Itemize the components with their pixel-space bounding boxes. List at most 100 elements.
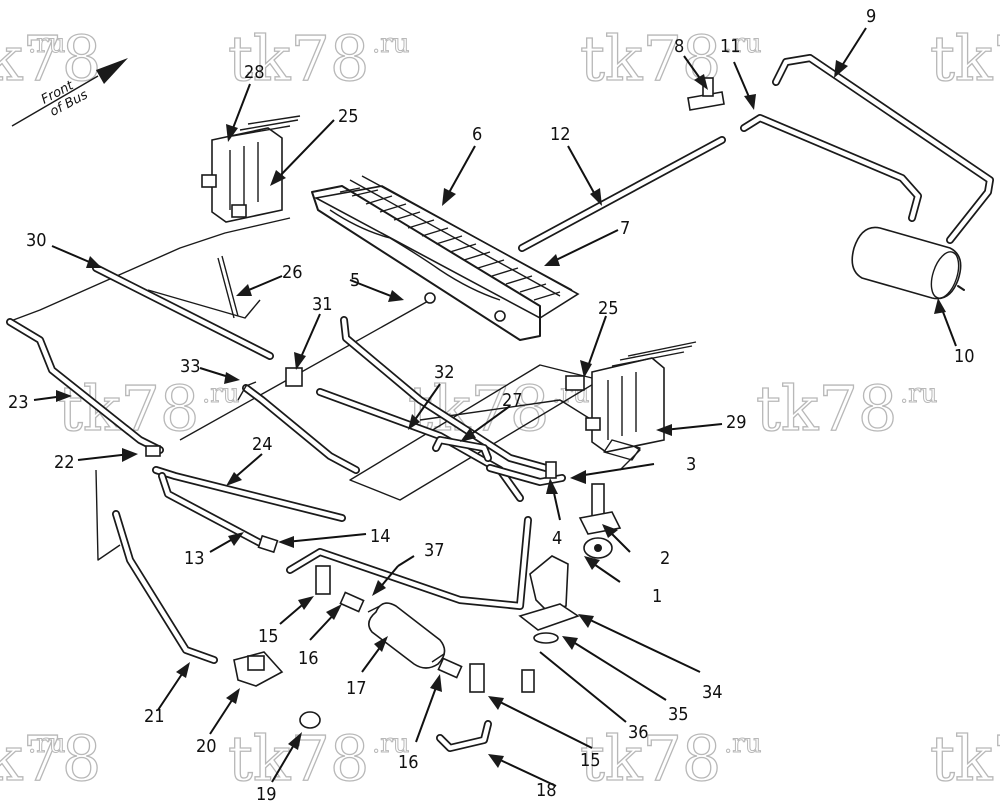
callout-15b: 15: [580, 750, 601, 771]
callout-14: 14: [370, 526, 391, 547]
watermark-suffix: .ru: [900, 379, 937, 409]
watermark: tk78: [228, 22, 369, 95]
service-valve-15a: [315, 565, 331, 595]
callout-9: 9: [866, 6, 876, 27]
tank-body: [851, 226, 962, 300]
front-arrow-shaft: [11, 75, 99, 127]
valve-fins: [231, 115, 301, 137]
o-ring-35: [533, 632, 559, 644]
watermark-suffix: .ru: [28, 29, 65, 59]
watermark: tk78: [756, 372, 897, 445]
callout-labels: 1 2 3 4 5 6 7 8 9 10 11 12 13 14 15 15 1…: [8, 6, 975, 804]
callout-3: 3: [686, 454, 696, 475]
callout-17: 17: [346, 678, 367, 699]
zone-line-left: [95, 469, 121, 561]
evaporator-fitting: [494, 310, 506, 322]
watermark: tk78: [0, 722, 101, 795]
watermark-suffix: .ru: [372, 729, 409, 759]
callout-29: 29: [726, 412, 747, 433]
callout-26: 26: [282, 262, 303, 283]
callout-20: 20: [196, 736, 217, 757]
watermark-layer: tk78 .ru tk78 .ru tk78 .ru tk78 tk78 .ru…: [0, 21, 1000, 795]
callout-8: 8: [674, 36, 684, 57]
components: [145, 77, 725, 729]
watermark: tk78: [580, 722, 721, 795]
leader-lines: [33, 27, 957, 787]
callout-23: 23: [8, 392, 29, 413]
callout-16a: 16: [298, 648, 319, 669]
callout-25a: 25: [338, 106, 359, 127]
callout-28: 28: [244, 62, 265, 83]
callout-30: 30: [26, 230, 47, 251]
evaporator-header: [311, 185, 541, 341]
callout-7: 7: [620, 218, 630, 239]
tee-31: [285, 367, 303, 387]
fitting-14: [257, 534, 279, 554]
fitting-16b: [437, 657, 463, 679]
watermark: tk78: [930, 722, 1000, 795]
tube-11: [740, 114, 922, 222]
watermark-suffix: .ru: [724, 729, 761, 759]
watermark-suffix: .ru: [372, 29, 409, 59]
watermark: tk78: [228, 722, 369, 795]
callout-19: 19: [256, 784, 277, 804]
watermark: tk78: [580, 22, 721, 95]
callout-1: 1: [652, 586, 662, 607]
callout-27: 27: [502, 390, 523, 411]
callout-12: 12: [550, 124, 571, 145]
watermark: tk78: [930, 22, 1000, 95]
callout-22: 22: [54, 452, 75, 473]
fitting-22: [145, 445, 161, 457]
elbow-33: [237, 381, 257, 401]
callout-31: 31: [312, 294, 333, 315]
callout-34: 34: [702, 682, 723, 703]
callout-4: 4: [552, 528, 562, 549]
shaft: [591, 483, 605, 519]
valve-assembly-right: [565, 341, 697, 461]
evaporator-coil: [311, 175, 580, 341]
valve-assembly-upper: [201, 115, 301, 223]
callout-15a: 15: [258, 626, 279, 647]
callout-5: 5: [350, 270, 360, 291]
tank-end: [930, 251, 960, 299]
valve-port: [585, 417, 601, 431]
front-arrow-head-icon: [96, 58, 128, 84]
callout-36: 36: [628, 722, 649, 743]
callout-21: 21: [144, 706, 165, 727]
valve-port: [231, 204, 247, 218]
valve-housing: [211, 127, 283, 223]
service-valve-15b: [469, 663, 485, 693]
callout-25b: 25: [598, 298, 619, 319]
watermark: tk78: [0, 22, 101, 95]
valve-fins: [611, 341, 697, 367]
valve-housing: [591, 357, 665, 453]
callout-13: 13: [184, 548, 205, 569]
valve-plates: [607, 372, 637, 440]
fitting-36: [521, 669, 535, 693]
zone-line-mid: [147, 289, 261, 319]
clamp-26: [217, 255, 239, 319]
zone-line-upper: [7, 217, 291, 323]
filter-drier: [368, 602, 446, 669]
evaporator-body: [313, 185, 580, 319]
valve-port: [565, 375, 585, 391]
callout-33: 33: [180, 356, 201, 377]
callout-6: 6: [472, 124, 482, 145]
evaporator-fins: [339, 175, 573, 301]
callout-24: 24: [252, 434, 273, 455]
valve-port: [201, 174, 217, 188]
tube-21: [112, 510, 218, 664]
evaporator-fitting: [424, 292, 436, 304]
valve-plates: [229, 142, 259, 210]
fitting-16a: [339, 591, 365, 613]
fitting-4: [545, 461, 557, 479]
flange-plate: [518, 603, 580, 631]
watermark-suffix: .ru: [202, 379, 239, 409]
watermark-suffix: .ru: [724, 29, 761, 59]
callout-37: 37: [424, 540, 445, 561]
sight-glass: [299, 711, 321, 729]
callout-11: 11: [720, 36, 741, 57]
callout-35: 35: [668, 704, 689, 725]
